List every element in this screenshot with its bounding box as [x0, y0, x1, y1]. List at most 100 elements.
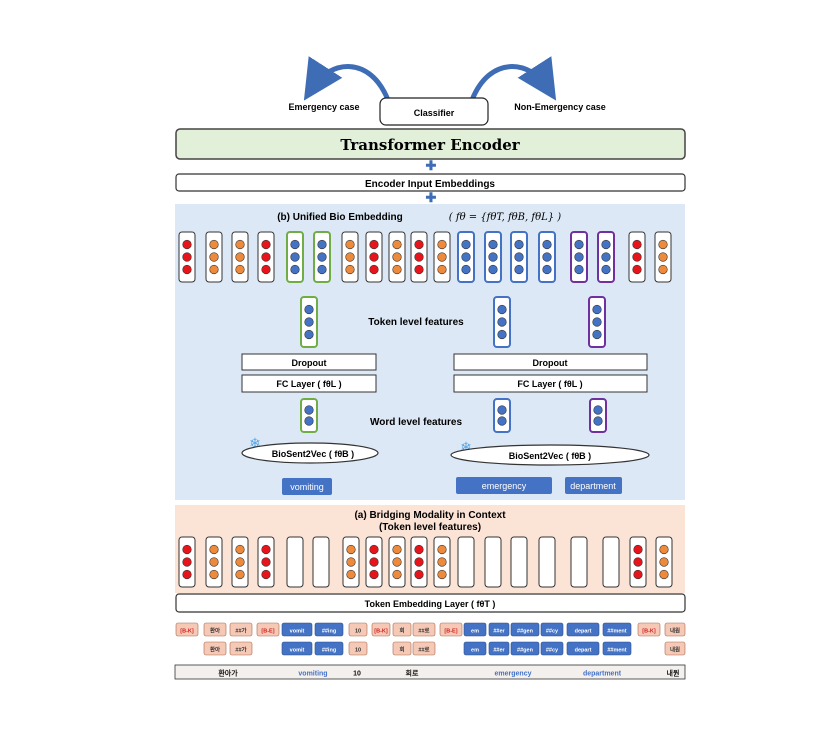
bridging-column — [286, 536, 304, 588]
feature-dot — [658, 252, 668, 262]
feature-dot — [369, 264, 379, 275]
bio-embedding-column — [365, 231, 383, 283]
feature-dot — [345, 252, 355, 262]
feature-dot — [261, 569, 271, 580]
token-chip-label: ##ing — [322, 648, 336, 654]
token-chip — [664, 641, 686, 656]
feature-dot — [392, 264, 402, 275]
token-chip — [175, 622, 199, 637]
feature-dot — [514, 239, 524, 250]
column-frame — [286, 536, 304, 588]
transformer-encoder-box — [175, 128, 686, 160]
word-chip-label: vomiting — [290, 482, 324, 492]
feature-dot — [461, 252, 471, 262]
feature-dot — [346, 544, 356, 555]
feature-dot — [369, 239, 379, 250]
bridging-column — [312, 536, 330, 588]
bridging-column — [655, 536, 673, 588]
token-chip-label: em — [471, 629, 479, 635]
plus-icon: ✚ — [426, 158, 437, 173]
feature-dot — [182, 544, 192, 555]
feature-dot — [392, 544, 402, 555]
dropout-box-left — [241, 353, 377, 371]
bottom-word: emergency — [495, 671, 532, 678]
token-chip-label: vomit — [290, 629, 305, 635]
token-chip-label: 회 — [399, 646, 404, 654]
token-chip-label: 환아 — [210, 627, 221, 635]
token-chip-label: depart — [575, 648, 592, 654]
feature-dot — [182, 252, 192, 262]
feature-dot — [392, 239, 402, 250]
feature-dot — [317, 252, 327, 262]
bio-embedding-column — [484, 231, 502, 283]
token-chip-label: ##ment — [607, 629, 626, 635]
bottom-word: 내원 — [667, 669, 680, 678]
feature-dot — [497, 329, 507, 340]
token-chip — [256, 622, 280, 637]
bridging-column — [602, 536, 620, 588]
feature-dot — [304, 405, 314, 415]
bio-embedding-formula: ( fθ = {fθT, fθB, fθL} ) — [449, 212, 562, 223]
token-chip — [566, 641, 600, 656]
feature-dot — [392, 569, 402, 580]
bio-embedding-column — [178, 231, 196, 283]
bridging-column — [231, 536, 249, 588]
column-frame — [570, 536, 588, 588]
column-frame — [457, 536, 475, 588]
fc-layer-label-right: FC Layer ( fθL ) — [517, 379, 582, 389]
feature-dot — [235, 264, 245, 275]
feature-dot — [392, 557, 402, 567]
bottom-word: department — [583, 671, 622, 678]
feature-dot — [542, 239, 552, 250]
token-chip-label: ##cy — [546, 648, 559, 654]
token-chip-label: vomit — [290, 648, 305, 654]
word-feature-column — [589, 398, 607, 433]
bio-embedding-column — [231, 231, 249, 283]
token-chip — [439, 622, 463, 637]
token-chip — [392, 622, 412, 637]
feature-dot — [592, 317, 602, 327]
snowflake-icon: ❄ — [460, 439, 472, 455]
bio-embedding-column — [388, 231, 406, 283]
token-chip — [412, 622, 436, 637]
token-chip — [566, 622, 600, 637]
feature-dot — [317, 264, 327, 275]
bridging-column — [629, 536, 647, 588]
word-chip-vomiting — [282, 478, 332, 495]
word-feature-column — [300, 398, 318, 433]
token-chip — [281, 622, 313, 637]
token-chip — [281, 641, 313, 656]
token-chip — [488, 622, 510, 637]
feature-dot — [592, 329, 602, 340]
feature-dot — [304, 304, 314, 315]
feature-dot — [632, 252, 642, 262]
bottom-word: 10 — [353, 671, 361, 678]
word-chip-label: emergency — [482, 481, 527, 491]
feature-dot — [261, 557, 271, 567]
token-chip — [488, 641, 510, 656]
feature-dot — [290, 239, 300, 250]
bridging-column — [510, 536, 528, 588]
feature-dot — [345, 239, 355, 250]
token-feature-column — [300, 296, 318, 348]
plus-icon: ✚ — [426, 190, 437, 205]
feature-dot — [317, 239, 327, 250]
bio-embedding-column — [257, 231, 275, 283]
token-chip — [314, 622, 344, 637]
bio-embedding-column — [538, 231, 556, 283]
word-feature-column — [493, 398, 511, 433]
token-embedding-layer-box — [175, 593, 686, 613]
token-chip — [392, 641, 412, 656]
token-chip — [540, 641, 564, 656]
emergency-arrow-icon — [303, 56, 391, 101]
token-chip — [463, 641, 487, 656]
snowflake-icon: ❄ — [249, 435, 261, 451]
token-chip-label: [B-E] — [444, 629, 457, 635]
bio-embedding-column — [286, 231, 304, 283]
token-level-feature-columns — [300, 296, 606, 348]
token-chip — [229, 622, 253, 637]
non-emergency-arrow-icon — [469, 56, 557, 101]
feature-dot — [437, 569, 447, 580]
